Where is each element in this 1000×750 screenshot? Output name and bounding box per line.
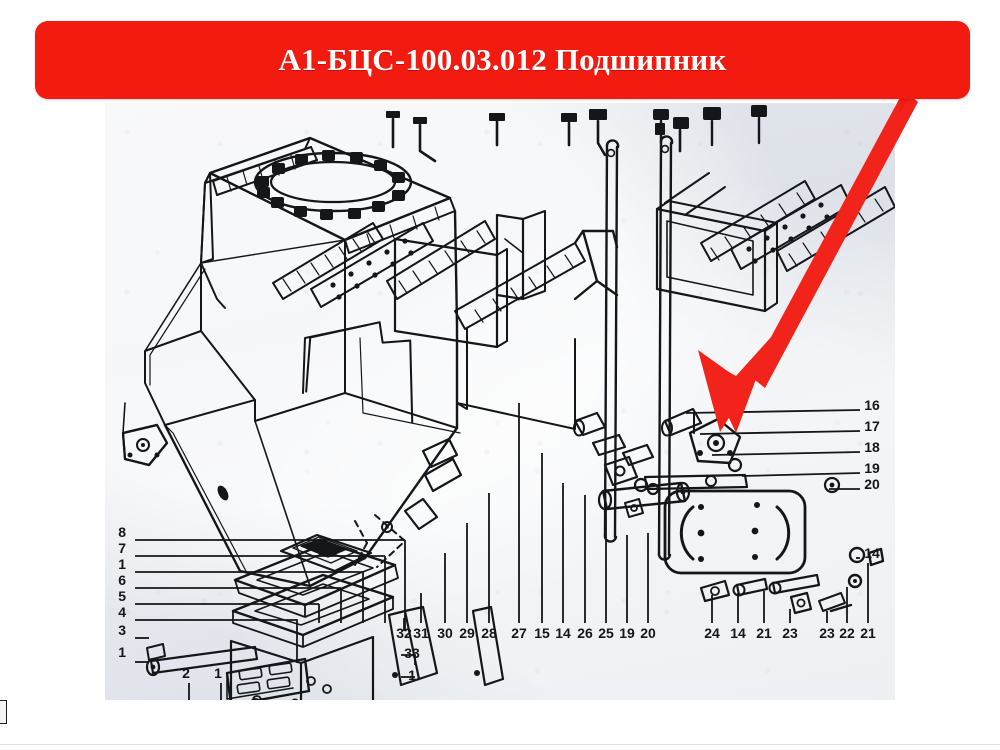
- fastener-cluster: [633, 457, 841, 496]
- callout-number: 32: [396, 625, 412, 641]
- callout-number: 28: [481, 625, 497, 641]
- callout-number: 15: [534, 625, 550, 641]
- bottom-divider: [0, 744, 1000, 745]
- callout-number: 6: [118, 572, 126, 588]
- title-banner: [35, 21, 970, 99]
- callout-number: 1: [118, 556, 126, 572]
- callout-number: 19: [619, 625, 635, 641]
- callout-number: 31: [413, 625, 429, 641]
- callout-number: 19: [864, 460, 880, 476]
- callout-number: 22: [839, 625, 855, 641]
- hopper-body-outline: [144, 136, 461, 588]
- callout-number: 4: [118, 604, 126, 620]
- page-title: А1-БЦС-100.03.012 Подшипник: [278, 42, 727, 77]
- callout-number: 21: [860, 625, 876, 641]
- callout-number: 17: [864, 418, 880, 434]
- callout-leader-lines: [135, 403, 869, 700]
- callout-number: 26: [577, 625, 593, 641]
- callout-number: 16: [864, 397, 880, 413]
- callout-number: 20: [640, 625, 656, 641]
- rounded-cover-plate: [663, 489, 807, 575]
- callout-number: 14: [555, 625, 571, 641]
- scan-edge-artifact: [0, 700, 7, 724]
- callout-number: 23: [782, 625, 798, 641]
- callout-number: 21: [756, 625, 772, 641]
- left-fastener-group: [145, 605, 505, 700]
- outlet-flange-gasket-stack: [229, 533, 399, 700]
- callout-number: 8: [118, 524, 126, 540]
- bottom-right-fasteners: [699, 546, 885, 615]
- triangular-bearing-bracket: [121, 402, 169, 467]
- top-flange-ring: [253, 150, 413, 220]
- callout-number: 1: [118, 644, 126, 660]
- callout-number: 7: [118, 540, 126, 556]
- callout-number: 3: [118, 622, 126, 638]
- callout-number: 29: [459, 625, 475, 641]
- callout-number: 33: [404, 645, 420, 661]
- callout-number: 14: [864, 545, 880, 561]
- mid-left-small-parts: [381, 437, 463, 533]
- callout-number: 2: [182, 665, 190, 681]
- perforated-mounting-strips: [272, 109, 689, 349]
- callout-number: 27: [511, 625, 527, 641]
- callout-number: 30: [437, 625, 453, 641]
- callout-number: 24: [704, 625, 720, 641]
- callout-number: 5: [118, 588, 126, 604]
- callout-number: 20: [864, 476, 880, 492]
- callout-number: 14: [730, 625, 746, 641]
- callout-number: 1: [214, 665, 222, 681]
- callout-number: 25: [598, 625, 614, 641]
- callout-number: 23: [819, 625, 835, 641]
- callout-number: 1: [408, 667, 416, 683]
- callout-number: 18: [864, 439, 880, 455]
